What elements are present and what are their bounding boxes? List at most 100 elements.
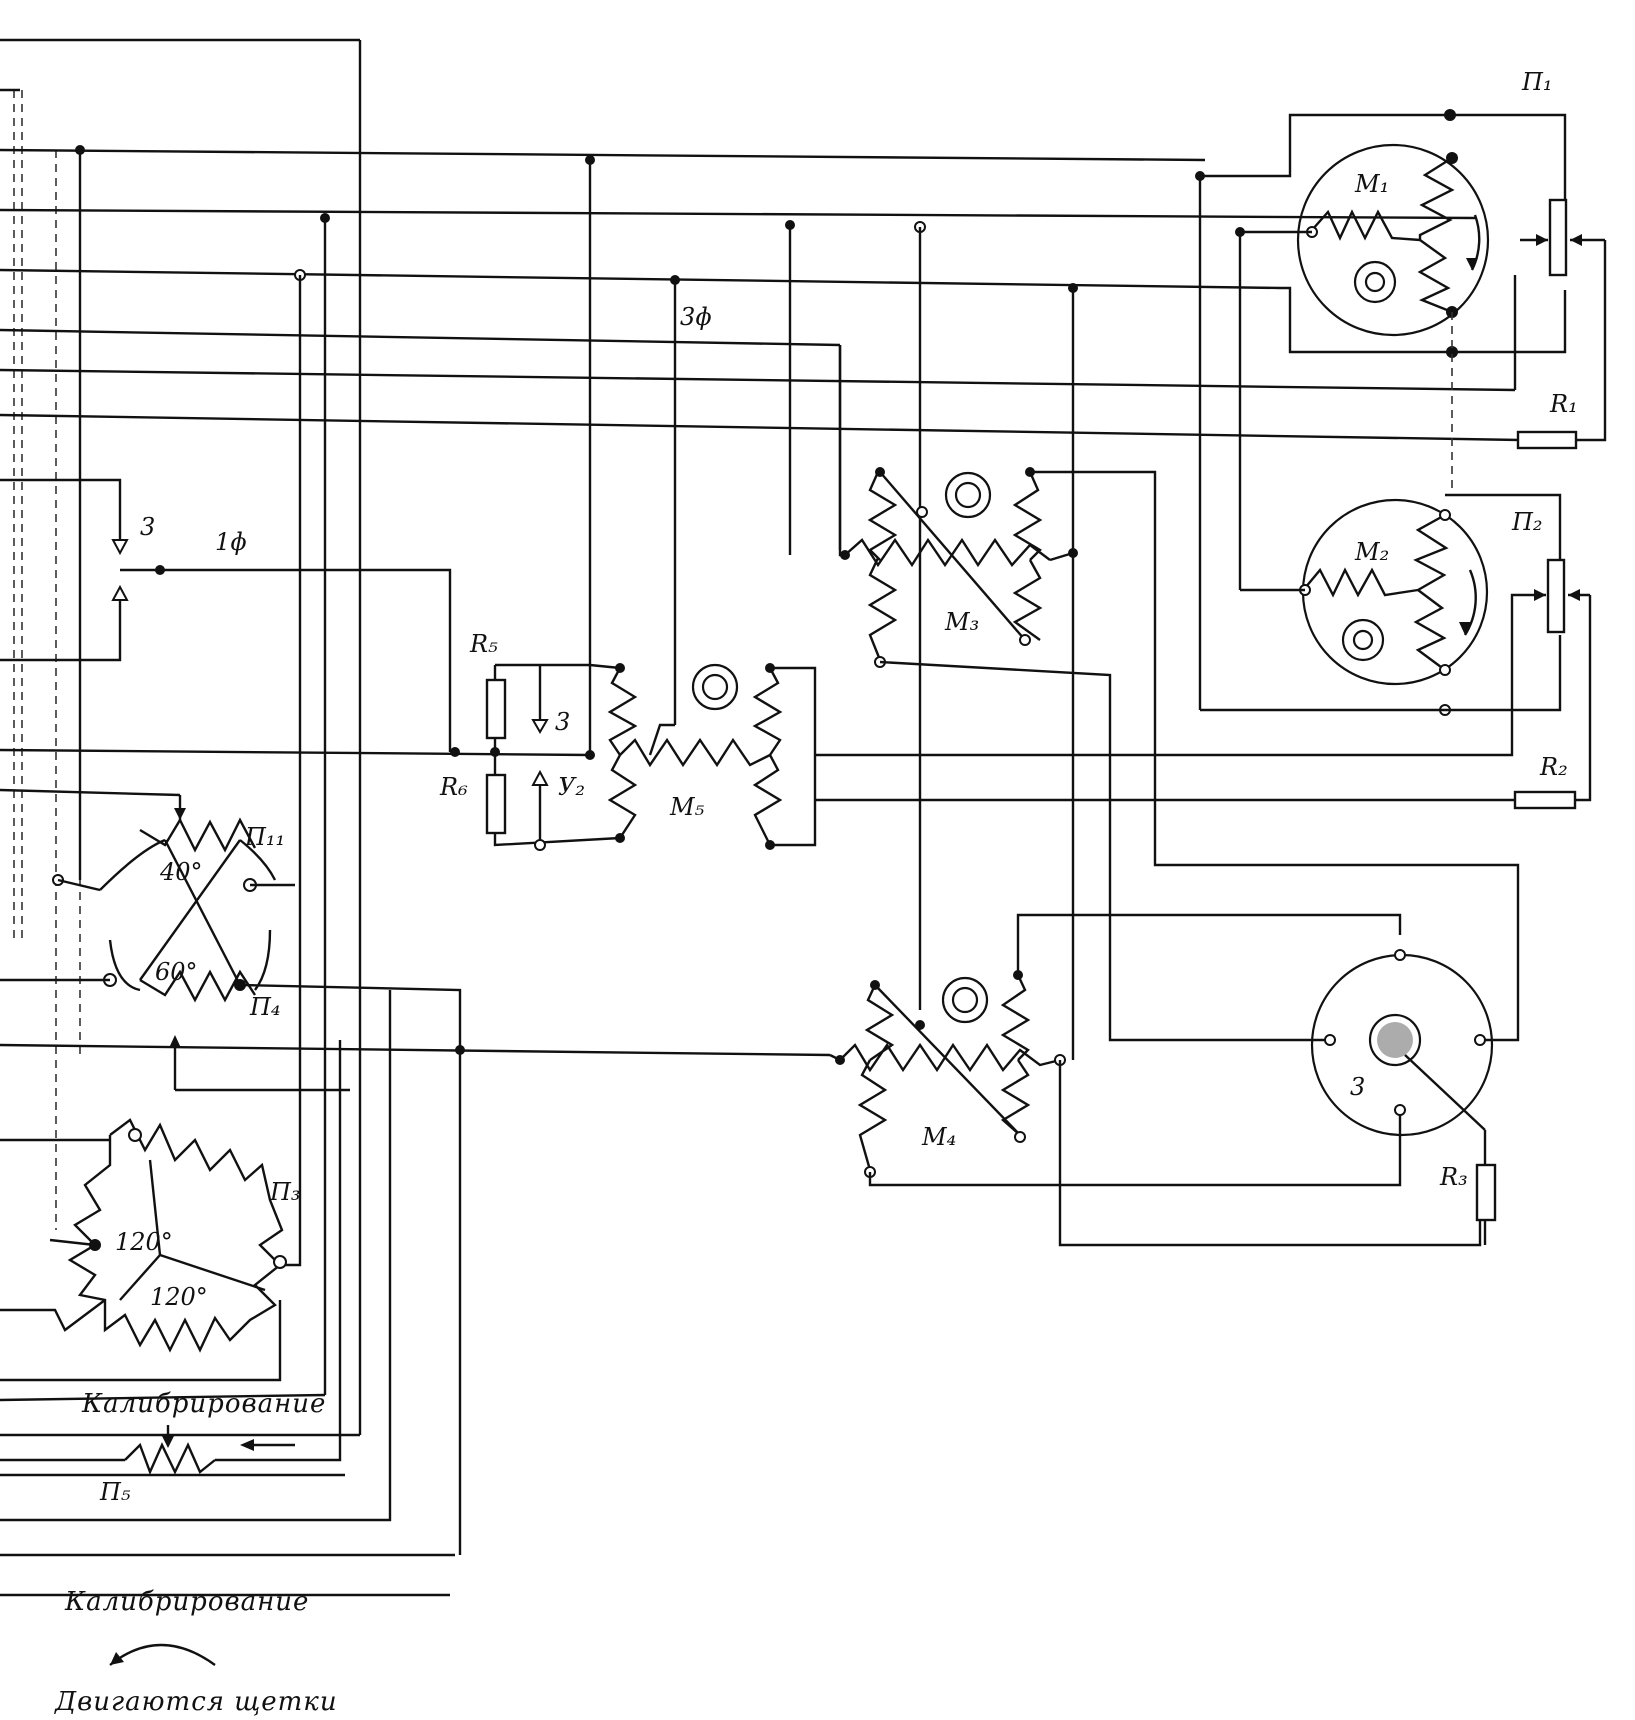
wire-m1-bottom [1280, 286, 1567, 354]
motor-m1-armature-coil [1311, 209, 1421, 242]
selsyn-m5-coil-a [607, 667, 638, 756]
terminal-3-label: 3 [555, 708, 570, 736]
p2-label: П₂ [1511, 508, 1543, 536]
terminal-3-hand: 3 [140, 513, 155, 541]
m1-label: M₁ [1354, 170, 1389, 198]
selsyn-m4-coil-d [1000, 1059, 1031, 1136]
wire-p3-left-bottom [0, 1299, 106, 1332]
terminal-1f-label: 1ɸ [215, 528, 247, 556]
selsyn-m5: M₅ [585, 663, 783, 850]
arrow-head [1466, 258, 1478, 270]
m4-label: M₄ [921, 1123, 956, 1151]
wire-m3-left [838, 345, 845, 557]
wire-p3-bottom [0, 1300, 282, 1382]
r1-label: R₁ [1549, 390, 1578, 418]
terminal [1019, 634, 1031, 646]
wire-m5-right-top [770, 666, 817, 755]
motor-m1: M₁ [1296, 109, 1490, 358]
arrow-head [240, 1439, 254, 1451]
wire-p3-right [280, 885, 302, 1267]
selsyn-m5-shaft-inner [701, 673, 729, 701]
motor-m1-shaft-inner [1364, 271, 1386, 293]
terminal [1474, 1034, 1486, 1046]
p3-label: П₃ [269, 1178, 301, 1206]
junction-dot [450, 747, 460, 757]
p11-diag-a [163, 839, 242, 986]
wire-m4-left [829, 1053, 841, 1062]
p3-arm-2 [159, 1253, 266, 1292]
p4-label: П₄ [249, 993, 281, 1021]
junction-dot [89, 1239, 101, 1251]
angle-120b-label: 120° [150, 1283, 208, 1311]
junction-dot [1446, 152, 1458, 164]
caption-calibration-2: Калибрирование [64, 1587, 309, 1617]
motor-m2-shaft-inner [1352, 629, 1374, 651]
wire-r5-feed [160, 568, 452, 752]
selsyn-m5-coil-b [607, 754, 638, 839]
selsyn-m3-coil-c [1012, 471, 1043, 561]
wire-m5-right-bottom [770, 800, 817, 847]
probe-3-arrow [531, 719, 549, 734]
bus-line-5 [0, 368, 1516, 392]
p3-arm-3 [119, 1254, 161, 1301]
r3-label: R₃ [1439, 1163, 1468, 1191]
terminal-3f-label: 3ɸ [680, 303, 712, 331]
wire-m2-bottom [1200, 635, 1562, 712]
arrow-head [1568, 589, 1580, 601]
wire-m3-bottom-to-sensor [879, 660, 1330, 1042]
selsyn-m4-coil-c [1000, 974, 1031, 1061]
selsyn-m3: M₃ [840, 467, 1078, 668]
selsyn-m3-shaft-inner [954, 481, 982, 509]
wire-m4-bottom [868, 1110, 1402, 1187]
p4-arc-left [108, 939, 141, 992]
p5-label: П₅ [99, 1478, 131, 1506]
p11-diag-b [139, 839, 241, 981]
arrow-head [169, 1035, 181, 1048]
terminal [1394, 1104, 1406, 1116]
wire-m1-top [1200, 113, 1567, 200]
p4-winding-bottom [139, 969, 257, 1003]
wire-m4-top [1016, 913, 1402, 975]
potentiometer-p3: 120° 120° П₃ [0, 885, 302, 1382]
potentiometer-p11-p4: 40° 60° П₁₁ П₄ [0, 788, 831, 1555]
p11-arc-left [99, 838, 166, 891]
motor-m1-housing [1296, 143, 1490, 337]
terminal [1324, 1034, 1336, 1046]
selsyn-m5-coil-d [752, 754, 783, 846]
selsyn-m4-shaft-inner [951, 986, 979, 1014]
sensor-disc-pointer [1404, 1054, 1486, 1131]
bus-line-6 [0, 413, 1521, 442]
bus-line-4 [0, 328, 841, 347]
switch-wire-bottom [0, 600, 122, 662]
junction-dot [915, 1020, 925, 1030]
bus-return-1 [0, 1393, 326, 1402]
r6-label: R₆ [439, 773, 468, 801]
wire-p11-feed [0, 788, 181, 797]
motor-m2: M₂ [1299, 498, 1489, 716]
arrow-head [1570, 234, 1582, 246]
p11-label: П₁₁ [244, 823, 285, 851]
rheostat-p2: П₂ [1511, 508, 1590, 634]
rheostat-p1-body [1548, 198, 1568, 277]
arrow-head [162, 1436, 174, 1448]
motor-m2-field-coil-a [1413, 513, 1449, 592]
motor-m1-field-coil-a [1418, 156, 1455, 240]
selsyn-m4-coil-b [857, 1059, 888, 1171]
arrow-head [1536, 234, 1548, 246]
selsyn-m3-rotor-coil [844, 537, 1051, 568]
sensor-disc-core-fill [1377, 1022, 1413, 1058]
potentiometer-p5: П₅ [0, 1040, 342, 1506]
rheostat-p2-body [1546, 558, 1566, 634]
motor-m2-field-coil-b [1413, 589, 1447, 671]
selsyn-m3-shaft [944, 471, 992, 519]
selsyn-m5-coil-c [752, 667, 783, 756]
p3-arm-1 [148, 1159, 162, 1256]
r2-label: R₂ [1539, 753, 1568, 781]
junction-dot [875, 467, 885, 477]
bus-line-7 [0, 748, 591, 757]
terminal [1014, 1131, 1026, 1143]
terminal [1439, 664, 1451, 676]
divider-r5-r6: R₅ R₆ 3 У₂ [155, 565, 621, 851]
wire-m4-right [1058, 1060, 1482, 1247]
